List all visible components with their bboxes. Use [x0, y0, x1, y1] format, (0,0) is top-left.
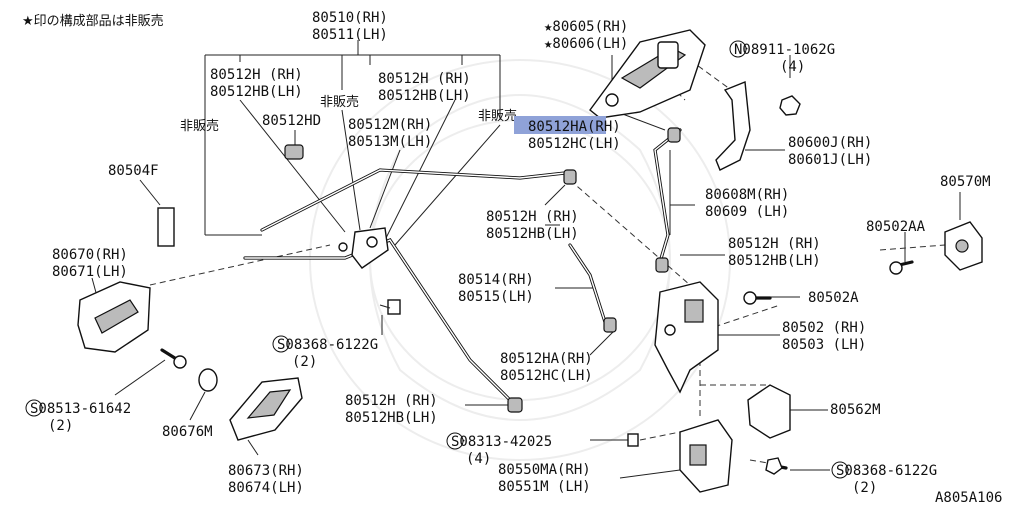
label-80676m: 80676M: [162, 424, 213, 440]
labels: 80510(RH)80511(LH) 80512H (RH)80512HB(LH…: [25, 10, 991, 496]
striker-80570m: [944, 221, 983, 271]
bolt-08368-lower: [765, 457, 788, 475]
leader-lines: [91, 40, 961, 479]
label-80512ha-top: 80512HA(RH)80512HC(LH): [528, 119, 621, 152]
parts: [77, 29, 983, 493]
rod-80510: [243, 238, 512, 402]
escutcheon-80673: [229, 377, 303, 441]
label-80512m: 80512M(RH)80513M(LH): [348, 117, 432, 150]
label-80670: 80670(RH)80671(LH): [52, 247, 128, 280]
inside-handle: [77, 281, 151, 353]
diagram-id: A805A106: [935, 490, 1002, 506]
screw-80502aa: [889, 260, 914, 275]
pad-80504f: [157, 207, 175, 247]
door-lock-80502: [654, 281, 719, 394]
label-80605: ★80605(RH)★80606(LH): [544, 19, 628, 52]
screw-80502a: [743, 291, 772, 305]
label-80512h-d: 80512H (RH)80512HB(LH): [486, 209, 579, 242]
svg-text:S08513-61642(2): S08513-61642(2): [30, 401, 131, 434]
svg-text:S08313-42025(4): S08313-42025(4): [451, 434, 552, 467]
actuator-80550ma: [679, 419, 733, 493]
label-hihanbai-b: 非販売: [180, 118, 219, 134]
circle-n-icon: [729, 40, 747, 58]
rod-80512m: [260, 168, 567, 232]
label-80512h-a: 80512H (RH)80512HB(LH): [210, 67, 303, 100]
clip-80512h-right: [655, 257, 669, 273]
circle-s-icon: [272, 335, 290, 353]
bolt-08313: [627, 433, 639, 447]
label-08513: S08513-61642(2): [25, 399, 131, 434]
connector-80510: [338, 227, 389, 269]
label-08368-lower: S08368-6122G(2): [831, 461, 937, 496]
clip-80512h-upper: [563, 169, 577, 185]
svg-text:N08911-1062G(4): N08911-1062G(4): [734, 42, 835, 75]
header-note: ★印の構成部品は非販売: [22, 13, 164, 29]
svg-text:S08368-6122G(2): S08368-6122G(2): [277, 337, 378, 370]
clip-80512h-lower: [507, 397, 523, 413]
label-80502a: 80502A: [808, 290, 859, 306]
label-80512h-b: 80512H (RH)80512HB(LH): [378, 71, 471, 104]
circle-s-icon: [25, 399, 43, 417]
label-80502aa: 80502AA: [866, 219, 926, 235]
label-80504f: 80504F: [108, 163, 159, 179]
label-80512hd: 80512HD: [262, 113, 321, 129]
label-80608m: 80608M(RH)80609 (LH): [705, 187, 789, 220]
clip-80512ha-top: [667, 127, 681, 143]
label-80562m: 80562M: [830, 402, 881, 418]
circle-s-icon: [831, 461, 849, 479]
rod-80608m: [653, 128, 682, 264]
label-08368-upper: S08368-6122G(2): [272, 335, 378, 370]
label-80600j: 80600J(RH)80601J(LH): [788, 135, 872, 168]
label-80512h-e: 80512H (RH)80512HB(LH): [345, 393, 438, 426]
label-80550ma: 80550MA(RH)80551M (LH): [498, 462, 591, 495]
label-80502: 80502 (RH)80503 (LH): [782, 320, 866, 353]
nut-08911: [779, 95, 801, 116]
label-80512ha-mid: 80512HA(RH)80512HC(LH): [500, 351, 593, 384]
clip-80512hd: [284, 144, 304, 160]
label-hihanbai-c: 非販売: [478, 108, 517, 124]
label-80673: 80673(RH)80674(LH): [228, 463, 304, 496]
outside-handle: [589, 29, 706, 119]
clip-80512ha-mid: [603, 317, 617, 333]
highlight-80512ha: [514, 116, 606, 134]
label-80512h-c: 80512H (RH)80512HB(LH): [728, 236, 821, 269]
label-80510: 80510(RH)80511(LH): [312, 10, 388, 43]
label-08313: S08313-42025(4): [446, 432, 552, 467]
screw-08513: [160, 348, 187, 369]
part-80562m: [747, 384, 791, 439]
label-80570m: 80570M: [940, 174, 991, 190]
label-hihanbai-a: 非販売: [320, 94, 359, 110]
label-80514: 80514(RH)80515(LH): [458, 272, 534, 305]
circle-s-icon: [446, 432, 464, 450]
svg-text:S08368-6122G(2): S08368-6122G(2): [836, 463, 937, 496]
label-08911: N08911-1062G(4): [729, 40, 835, 75]
bolt-08368-upper: [379, 299, 401, 315]
bracket-80600j: [715, 81, 751, 171]
rod-80514: [568, 243, 607, 324]
cap-80676m: [198, 368, 218, 392]
